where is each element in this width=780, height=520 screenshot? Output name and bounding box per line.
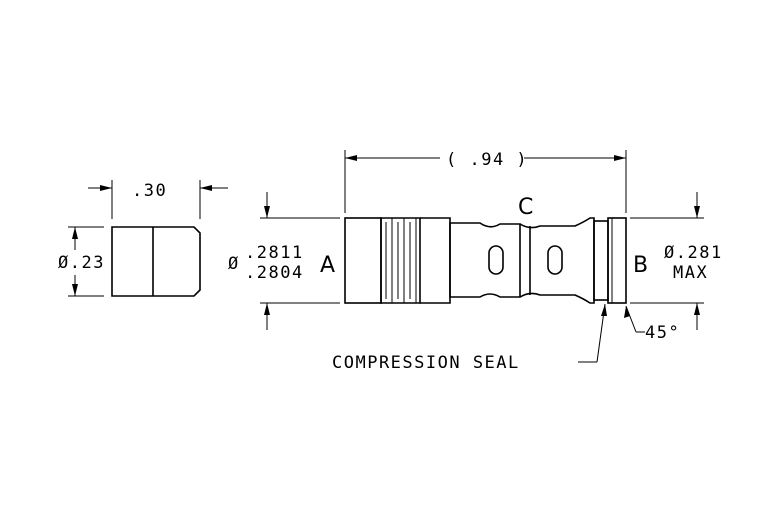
rear-barrel bbox=[344, 217, 382, 304]
slot-1 bbox=[488, 245, 504, 275]
left-part-outline bbox=[111, 226, 201, 297]
right-diameter-line1: Ø.281 bbox=[664, 243, 723, 263]
slot-2 bbox=[547, 245, 563, 275]
arrow-left-width-b bbox=[200, 185, 212, 191]
hood-section-2 bbox=[519, 217, 595, 304]
arrow-main-dia-b bbox=[264, 303, 270, 315]
front-flange bbox=[607, 217, 627, 304]
seal-groove bbox=[593, 220, 609, 301]
chamfer-arrow bbox=[624, 306, 630, 318]
arrow-right-dia-b bbox=[694, 303, 700, 315]
label-a: A bbox=[320, 253, 335, 278]
arrow-length-a bbox=[345, 155, 357, 161]
main-part: ( .94 ) Ø .2811 .2804 A C B Ø.281 MAX 45… bbox=[228, 150, 723, 373]
label-c: C bbox=[518, 195, 533, 220]
label-b: B bbox=[633, 253, 648, 278]
arrow-right-dia-a bbox=[694, 206, 700, 218]
collar bbox=[420, 217, 451, 304]
compression-seal-callout: COMPRESSION SEAL bbox=[332, 353, 520, 373]
arrow-left-width-a bbox=[100, 185, 112, 191]
seal-arrow bbox=[601, 304, 607, 316]
hood-section bbox=[449, 222, 521, 298]
main-diameter-prefix: Ø bbox=[228, 254, 240, 274]
arrow-left-dia-b bbox=[72, 284, 78, 296]
chamfer-dim: 45° bbox=[645, 323, 680, 343]
left-part: .30 Ø.23 bbox=[58, 180, 228, 297]
right-diameter-line2: MAX bbox=[673, 263, 708, 283]
arrow-left-dia-a bbox=[72, 227, 78, 239]
arrow-main-dia-a bbox=[264, 206, 270, 218]
main-diameter-upper: .2811 bbox=[245, 243, 304, 263]
left-width-dim: .30 bbox=[132, 181, 167, 201]
main-diameter-lower: .2804 bbox=[245, 263, 304, 283]
knurl-section bbox=[380, 217, 421, 304]
left-diameter-dim: Ø.23 bbox=[58, 253, 105, 273]
arrow-length-b bbox=[614, 155, 626, 161]
overall-length-dim: ( .94 ) bbox=[446, 150, 528, 170]
